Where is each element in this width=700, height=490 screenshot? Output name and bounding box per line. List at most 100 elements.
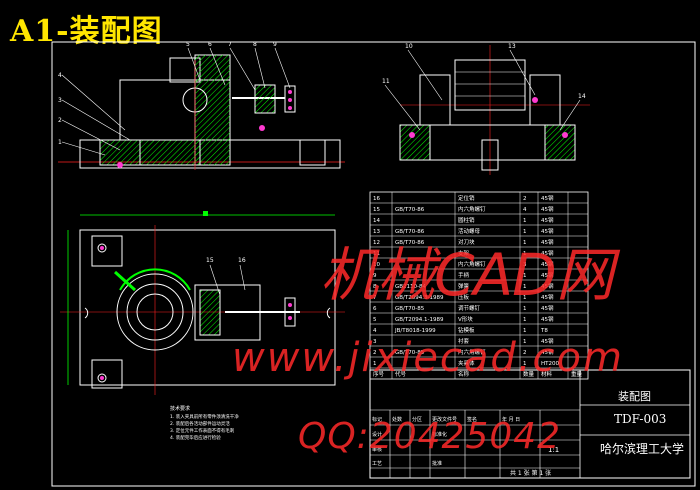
plan-bolt-mark <box>100 246 104 250</box>
plan-view <box>60 211 345 395</box>
plan-handle <box>284 297 296 327</box>
part-callout: 3 <box>58 97 62 104</box>
spring-housing <box>254 84 276 114</box>
side-left-bracket <box>419 74 451 126</box>
plan-boss-outer <box>116 273 194 351</box>
plan-bolt-mark-2 <box>100 376 104 380</box>
bom-cell-qty: 1 <box>523 306 527 312</box>
bom-cell-qty: 1 <box>523 295 527 301</box>
bom-cell-code: GB/T2094.3-1989 <box>395 295 444 301</box>
leader <box>509 49 536 96</box>
side-pin-mark-2 <box>562 132 568 138</box>
bom-cell-qty: 1 <box>523 229 527 235</box>
bom-cell-name: V形块 <box>458 315 473 323</box>
bom-cell-no: 6 <box>373 306 377 312</box>
tb-drawing-name: 装配图 <box>618 390 651 403</box>
bom-cell-material: 45钢 <box>541 348 554 356</box>
bom-cell-material: 45钢 <box>541 205 554 213</box>
bom-cell-qty: 1 <box>523 339 527 345</box>
bom-cell-material: 45钢 <box>541 337 554 345</box>
watermark-line-1: 机械CAD网 <box>320 241 614 309</box>
plan-handle-mark-2 <box>288 316 292 320</box>
bom-cell-no: 8 <box>373 284 377 290</box>
front-view <box>58 47 345 170</box>
bom-cell-qty: 1 <box>523 218 527 224</box>
tb-label: 批准 <box>432 460 442 467</box>
bom-cell-no: 16 <box>373 196 380 202</box>
plan-slot-left <box>84 307 89 319</box>
drawing-frame <box>51 41 696 487</box>
bom-cell-qty: 1 <box>523 284 527 290</box>
bom-cell-no: 5 <box>373 317 377 323</box>
bom-cell-no: 11 <box>373 251 380 257</box>
side-base-hatch-right <box>544 124 576 161</box>
leader <box>187 47 201 81</box>
plan-boss-inner <box>136 293 174 331</box>
tb-label: 标记 <box>372 416 382 423</box>
part-callout: 11 <box>382 78 390 85</box>
bom-cell-material: 45钢 <box>541 282 554 290</box>
plan-corner-block-tl <box>91 235 123 267</box>
tb-label: 更改文件号 <box>432 416 457 423</box>
handle-knob-mark-2 <box>288 98 292 102</box>
side-pin-mark <box>409 132 415 138</box>
side-view <box>384 45 590 175</box>
bom-cell-code: GB/T70-86 <box>395 207 425 213</box>
bom-frame <box>369 191 589 380</box>
bom-cell-material: 45钢 <box>541 238 554 246</box>
bom-header-qty: 数量 <box>523 370 535 378</box>
leader <box>209 264 221 296</box>
bom-cell-name: 夹具体 <box>458 359 475 367</box>
tech-notes-block: 技术要求 1. 装入夹具前所有零件须清洗干净 2. 装配后各活动部件运动灵活 3… <box>170 405 239 441</box>
dim-text-mark <box>203 211 208 216</box>
bom-cell-name: 弹簧 <box>458 282 470 290</box>
part-callout: 9 <box>273 41 277 48</box>
tb-label: 签名 <box>467 416 477 423</box>
leader <box>239 264 246 291</box>
plan-bolt <box>97 243 107 253</box>
bom-cell-no: 7 <box>373 295 377 301</box>
bom-cell-material: 45钢 <box>541 315 554 323</box>
bom-cell-name: 对刀块 <box>458 238 475 246</box>
bom-cell-code: GB/T2094.1-1989 <box>395 317 444 323</box>
tb-label: 审核 <box>372 446 382 453</box>
leader <box>407 49 443 101</box>
tb-label: 年 月 日 <box>502 416 520 423</box>
tb-label: 标准化 <box>432 431 447 438</box>
bom-cell-qty: 1 <box>523 251 527 257</box>
part-callout: 1 <box>58 139 62 146</box>
leader <box>61 119 121 151</box>
bom-cell-name: 圆柱销 <box>458 216 475 224</box>
part-callout: 8 <box>253 41 257 48</box>
part-callout: 4 <box>58 72 62 79</box>
watermark-line-3: QQ:20425042 <box>298 416 562 457</box>
plan-locating-pin <box>113 270 137 292</box>
bom-cell-qty: 1 <box>523 240 527 246</box>
bom-cell-code: GB/T70-86 <box>395 240 425 246</box>
part-callout: 13 <box>508 43 516 50</box>
bom-cell-material: 45钢 <box>541 304 554 312</box>
notes-line: 2. 装配后各活动部件运动灵活 <box>170 420 230 427</box>
bom-cell-material: 45钢 <box>541 260 554 268</box>
bom-header-material: 材料 <box>541 370 553 378</box>
plan-handle-mark <box>288 303 292 307</box>
bom-cell-code: GB/T70-86 <box>395 229 425 235</box>
bom-cell-name: 调节螺钉 <box>458 304 481 312</box>
leader <box>559 99 581 131</box>
notes-line: 3. 定位元件工作表面不得有毛刺 <box>170 427 235 434</box>
bom-cell-no: 3 <box>373 339 377 345</box>
drawing-title: A1-装配图 <box>10 14 163 49</box>
leader <box>61 74 126 131</box>
bom-cell-code: GB/T70-85 <box>395 306 425 312</box>
bom-cell-name: 手柄 <box>458 271 470 279</box>
leader <box>254 47 266 89</box>
plan-corner-block-bl <box>91 359 123 389</box>
bom-cell-material: 45钢 <box>541 271 554 279</box>
bom-cell-no: 15 <box>373 207 380 213</box>
notes-line: 4. 装配完毕后应进行检验 <box>170 434 221 441</box>
handle <box>284 85 296 113</box>
bom-cell-no: 4 <box>373 328 377 334</box>
